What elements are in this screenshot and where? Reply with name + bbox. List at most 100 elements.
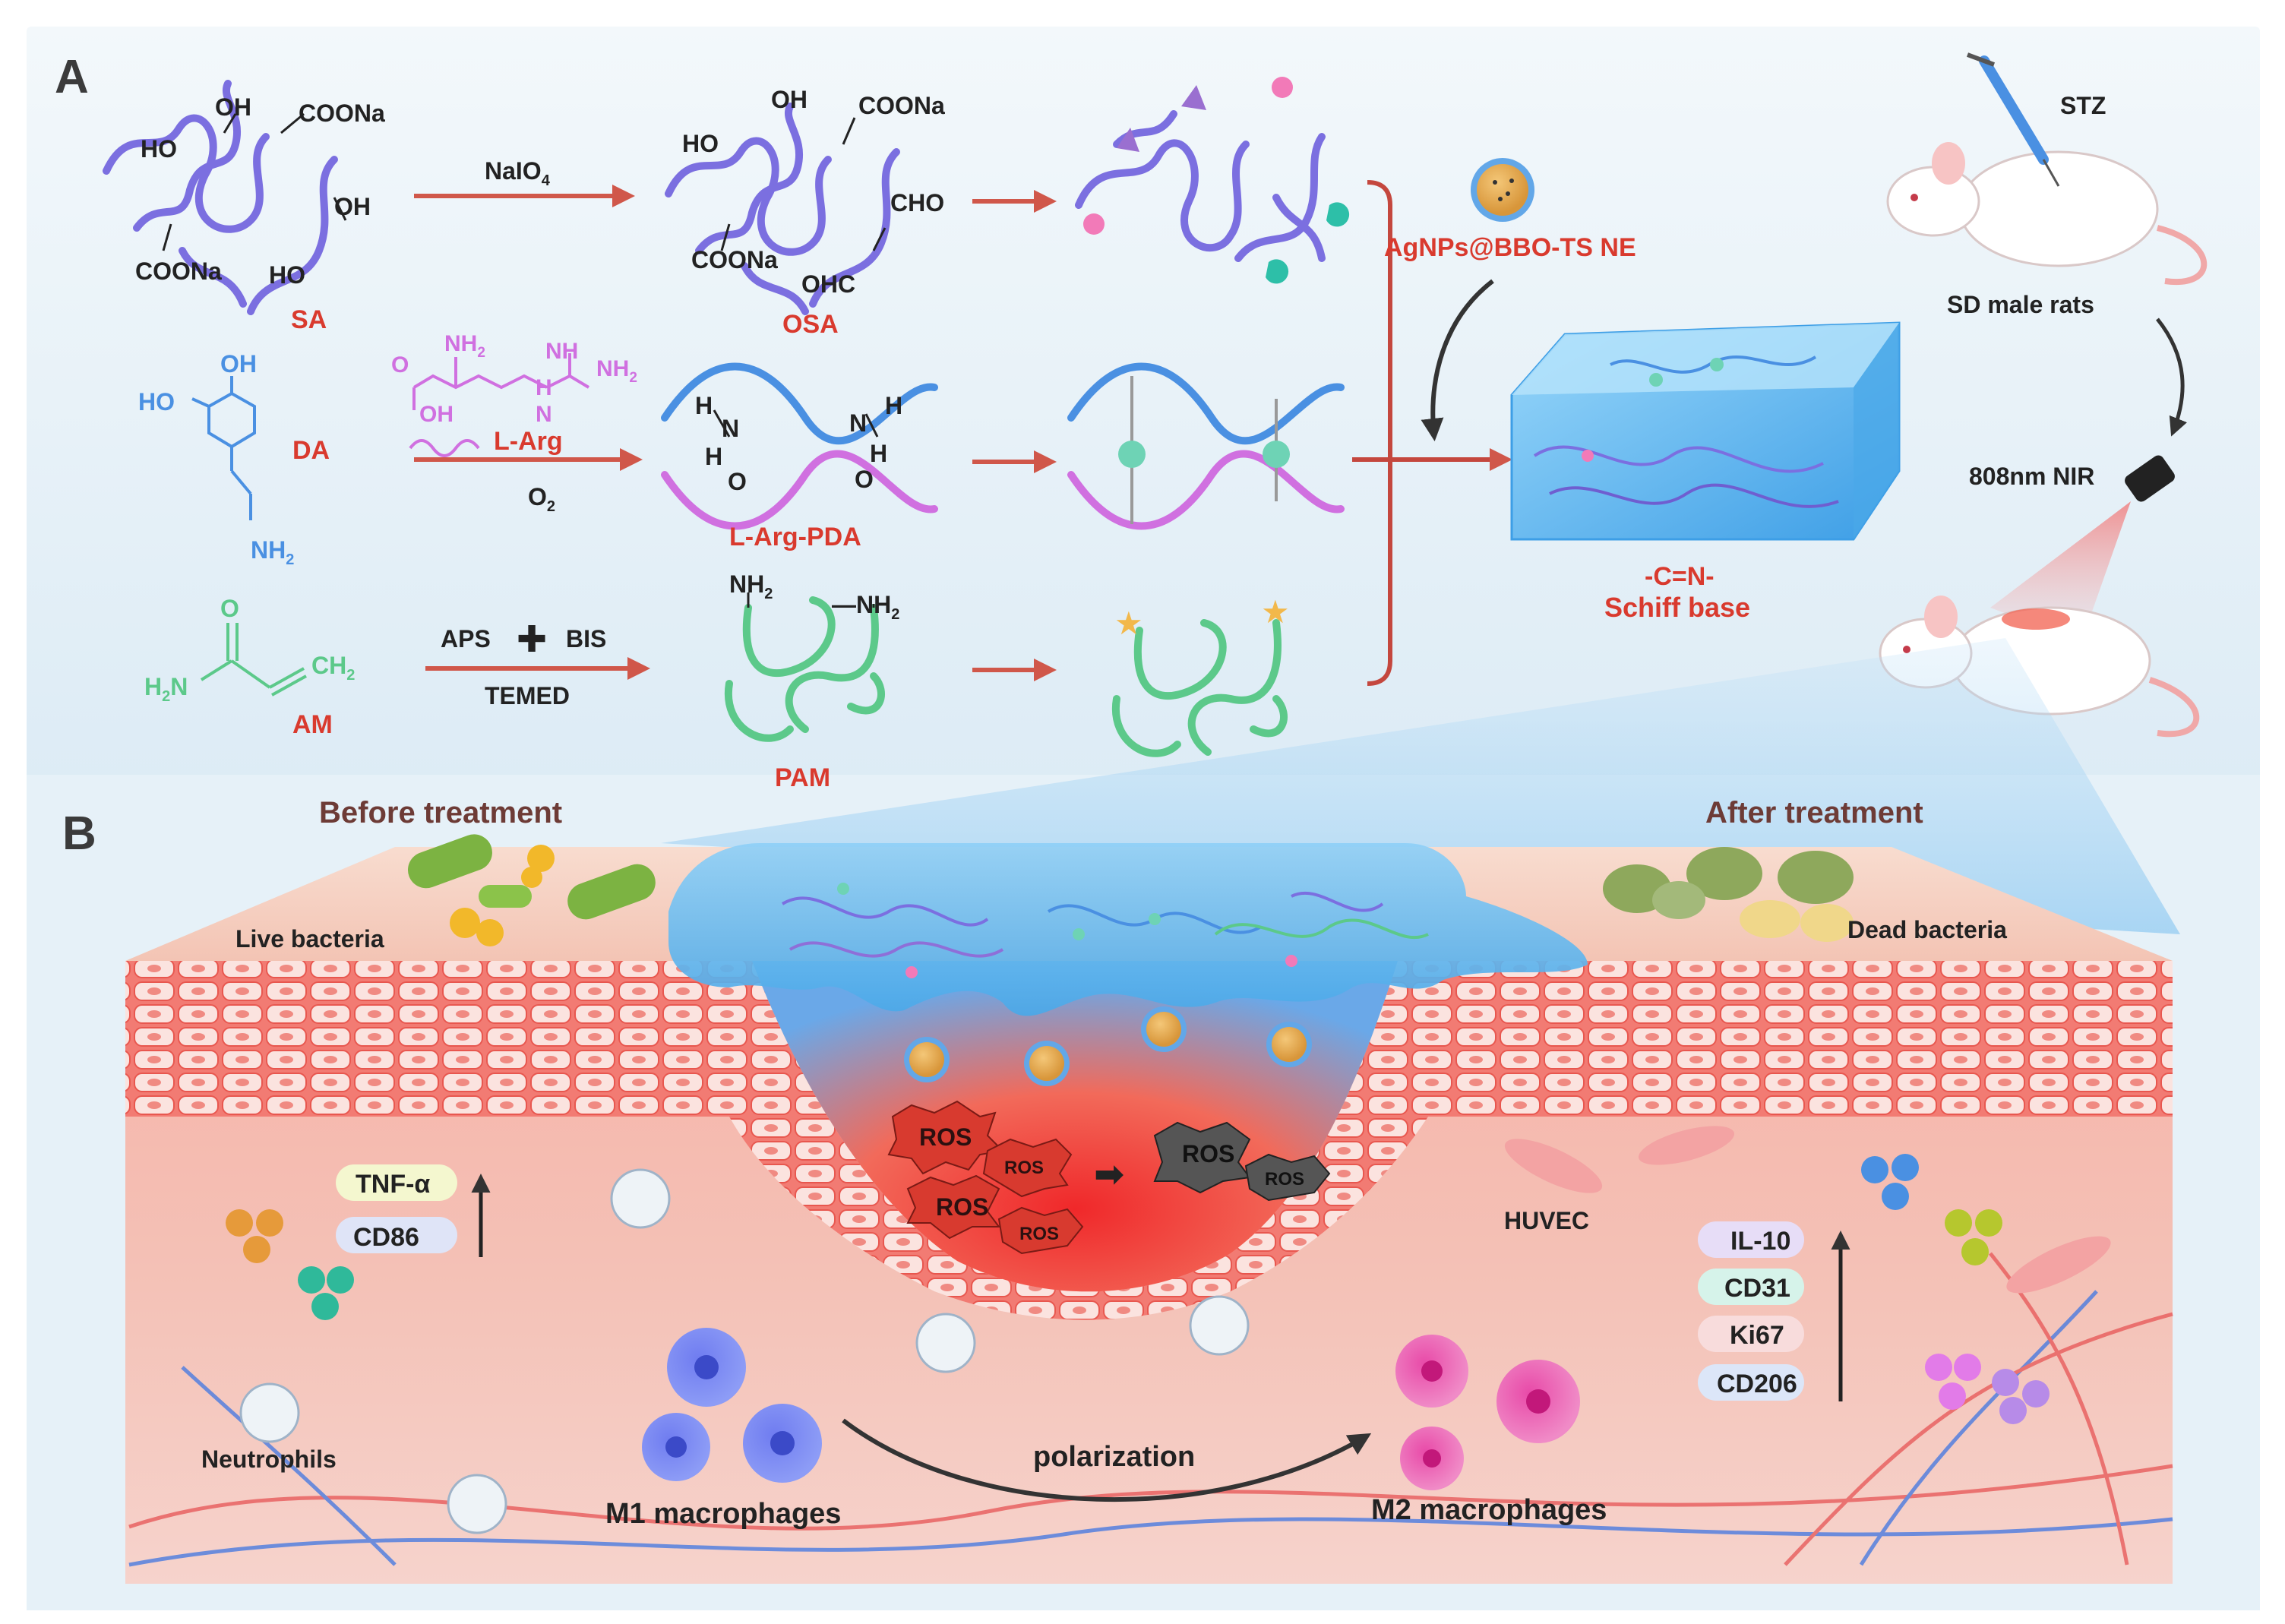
stz-label: STZ <box>2060 92 2106 119</box>
larg-oh-label: OH <box>419 402 454 427</box>
panel-label-a: A <box>55 51 89 103</box>
am-name-label: AM <box>292 710 333 739</box>
da-ho-label: HO <box>138 388 175 415</box>
sa-oh-label-1: OH <box>215 93 251 121</box>
merge-bracket <box>1367 180 1392 686</box>
polarization-label: polarization <box>1033 1441 1195 1473</box>
cytokine-dots-left <box>226 1209 354 1320</box>
pda-n-label-1: N <box>722 415 739 442</box>
pam-structure <box>724 596 885 742</box>
huvec-cells <box>1504 1126 2111 1294</box>
cd31-label: CD31 <box>1724 1274 1790 1303</box>
plus-icon: ✚ <box>517 620 547 660</box>
ros-label-3: ROS <box>936 1193 988 1221</box>
am-ch2-label: CH2 <box>311 652 355 684</box>
arrow-ne-in <box>1421 279 1494 441</box>
dead-bacteria <box>1603 847 1854 942</box>
schiff-base-label: Schiff base <box>1604 592 1750 623</box>
il10-badge <box>1698 1221 1804 1258</box>
m2-macrophages-label: M2 macrophages <box>1371 1494 1607 1526</box>
functionalized-pam <box>1111 619 1288 757</box>
da-structure <box>191 376 256 520</box>
m1-macrophages-label: M1 macrophages <box>605 1498 841 1530</box>
sa-ho-label-1: HO <box>141 135 177 163</box>
polarization-arrow <box>842 1418 1372 1502</box>
nir-label: 808nm NIR <box>1969 463 2094 490</box>
sa-structure <box>103 80 347 315</box>
larg-pda-name-label: L-Arg-PDA <box>729 523 861 551</box>
ros-bursts-scavenged <box>1153 1121 1331 1202</box>
neutrophils-label: Neutrophils <box>201 1445 337 1473</box>
larg-nh-label: NH <box>545 339 578 364</box>
schiff-bond-label: -C=N- <box>1645 562 1715 591</box>
ros-label-2: ROS <box>1004 1158 1044 1178</box>
sa-coona-label-2: COONa <box>135 258 222 285</box>
ros-label-4: ROS <box>1019 1224 1059 1244</box>
larg-n-label: N <box>536 402 552 427</box>
ki67-label: Ki67 <box>1730 1321 1784 1350</box>
ros-label-6: ROS <box>1265 1169 1304 1190</box>
da-nh2-label: NH2 <box>251 536 294 568</box>
osa-ohc-label: OHC <box>801 270 855 298</box>
cd206-badge <box>1698 1364 1804 1401</box>
sa-oh-label-2: OH <box>334 193 371 220</box>
nir-laser <box>1990 455 2175 642</box>
before-treatment-label: Before treatment <box>319 796 562 829</box>
huvec-label: HUVEC <box>1504 1207 1589 1234</box>
cd86-label: CD86 <box>353 1223 419 1252</box>
da-oh-label: OH <box>220 350 257 378</box>
osa-cho-label: CHO <box>890 189 944 216</box>
larg-nh2-label-1: NH2 <box>444 331 485 361</box>
after-treatment-label: After treatment <box>1705 796 1923 829</box>
larg-structure <box>409 353 590 457</box>
gel-node-3 <box>1149 913 1161 925</box>
panel-a-background <box>27 27 2260 809</box>
tnf-alpha-badge <box>336 1164 457 1201</box>
wound-nanoparticles <box>904 1006 1312 1086</box>
arrow-rat-to-nir <box>2156 318 2188 437</box>
larg-pda-structure <box>661 362 938 530</box>
gel-node-1 <box>837 883 849 895</box>
osa-coona-label-1: COONa <box>858 92 945 119</box>
pda-h-label-3: H <box>885 392 902 419</box>
pda-h-label-4: H <box>870 440 887 467</box>
pam-nh2-label-2: —NH2 <box>832 591 899 623</box>
naio4-label: NaIO4 <box>485 157 551 189</box>
pam-name-label: PAM <box>775 763 830 792</box>
nanoemulsion-label: AgNPs@BBO-TS NE <box>1384 233 1636 262</box>
ki67-badge <box>1698 1316 1804 1352</box>
star-icon-2: ★ <box>1261 594 1290 630</box>
live-bacteria <box>407 834 656 946</box>
cd206-label: CD206 <box>1717 1370 1797 1398</box>
rat-with-syringe <box>1886 52 2208 286</box>
am-o-label: O <box>220 595 239 622</box>
m1-macrophages <box>642 1328 822 1483</box>
ros-bursts-active <box>887 1100 1084 1255</box>
osa-oh-label: OH <box>771 86 807 113</box>
larg-name-label: L-Arg <box>494 427 563 456</box>
pda-h-label-1: H <box>695 392 713 419</box>
pda-o-label-1: O <box>728 468 747 495</box>
dead-bacteria-label: Dead bacteria <box>1847 916 2007 943</box>
pam-nh2-label-1: NH2 <box>729 570 773 602</box>
m2-macrophages <box>1395 1335 1580 1490</box>
cd31-badge <box>1698 1269 1804 1305</box>
panel-label-b: B <box>62 807 96 860</box>
da-name-label: DA <box>292 436 330 465</box>
bis-label: BIS <box>566 625 606 652</box>
osa-structure <box>665 103 900 315</box>
temed-label: TEMED <box>485 682 570 709</box>
osa-coona-label-2: COONa <box>691 246 778 273</box>
gel-node-2 <box>1073 928 1085 940</box>
cytokine-dots-right <box>1861 1154 2050 1424</box>
double-arrow-icon: ➡ <box>1094 1155 1124 1195</box>
epidermis-cell-layer <box>125 961 2173 1320</box>
larg-h-label: H <box>536 375 552 400</box>
larg-o-label: O <box>391 352 409 378</box>
pda-h-label-2: H <box>705 443 722 470</box>
pda-o-label-2: O <box>855 466 874 493</box>
live-bacteria-label: Live bacteria <box>235 925 384 953</box>
gel-node-5 <box>1285 955 1297 967</box>
osa-ho-label: HO <box>682 130 719 157</box>
osa-name-label: OSA <box>782 310 839 339</box>
